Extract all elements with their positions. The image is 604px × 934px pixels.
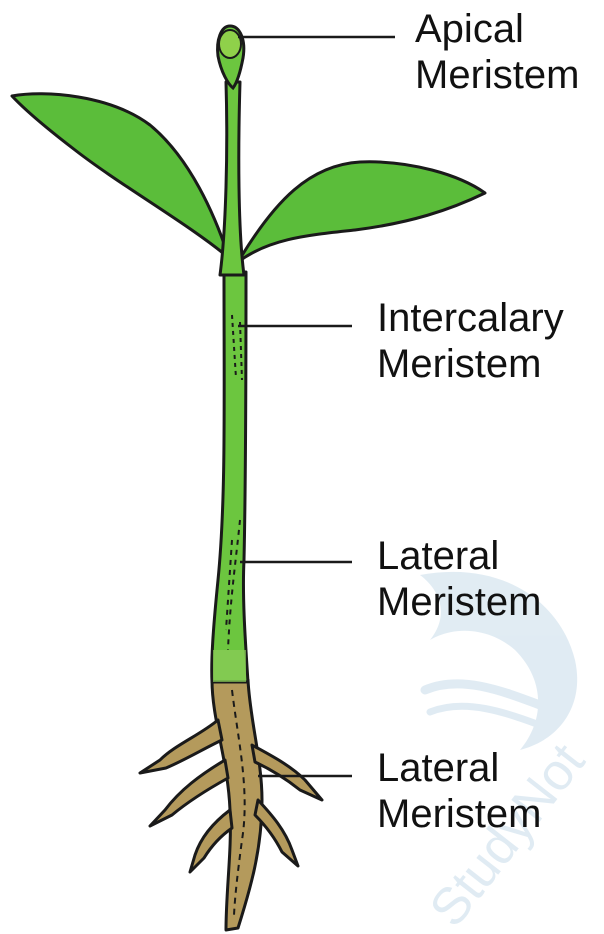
stem-root-transition [213,650,246,682]
label-intercalary-line1: Intercalary [377,295,564,341]
main-root [212,680,262,930]
label-apical-line2: Meristem [415,52,579,98]
label-lateral-meristem-root: Lateral Meristem [377,745,541,837]
root-branch-left-upper [140,720,222,773]
right-leaf [238,162,485,262]
label-lateral-root-line2: Meristem [377,791,541,837]
watermark-wave-1 [425,684,540,705]
label-lateral-meristem-stem: Lateral Meristem [377,533,541,625]
label-lateral-stem-line2: Meristem [377,579,541,625]
left-leaf [12,94,229,258]
upper-stalk [220,82,244,275]
root-branch-left-lower [190,810,232,872]
label-lateral-stem-line1: Lateral [377,533,541,579]
label-intercalary-line2: Meristem [377,341,564,387]
apical-bud-tip [219,30,241,58]
watermark-wave-2 [430,706,545,727]
label-apical-line1: Apical [415,6,579,52]
label-apical-meristem: Apical Meristem [415,6,579,98]
root-system [140,680,322,930]
label-intercalary-meristem: Intercalary Meristem [377,295,564,387]
label-lateral-root-line1: Lateral [377,745,541,791]
